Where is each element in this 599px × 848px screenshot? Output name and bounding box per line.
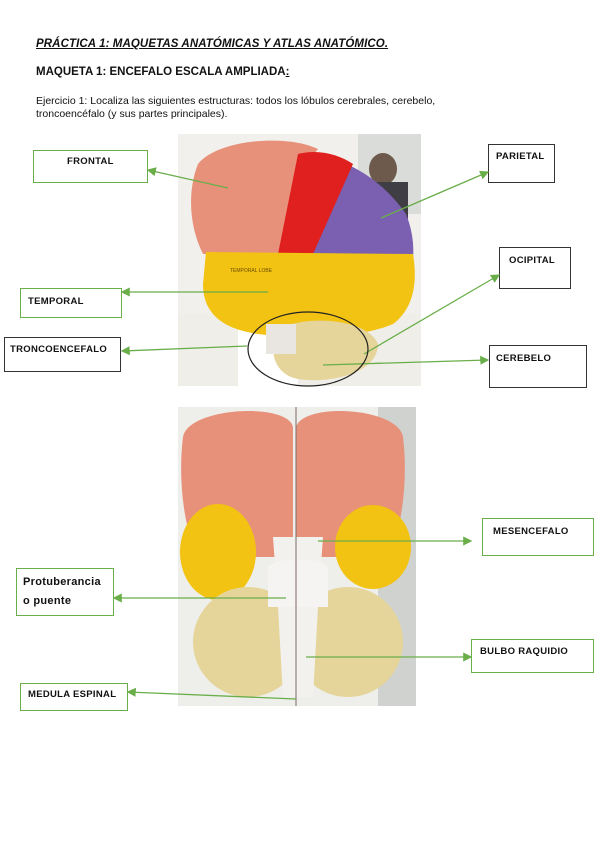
exercise-line-2: troncoencéfalo (y sus partes principales… [36, 108, 228, 120]
label-temporal: TEMPORAL [20, 288, 122, 318]
section-heading: MAQUETA 1: ENCEFALO ESCALA AMPLIADA: [36, 66, 289, 78]
page-title: PRÁCTICA 1: MAQUETAS ANATÓMICAS Y ATLAS … [36, 38, 389, 50]
label-troncoencefalo: TRONCOENCEFALO [4, 337, 121, 372]
label-parietal: PARIETAL [488, 144, 555, 183]
label-mesencefalo: MESENCEFALO [482, 518, 594, 556]
label-troncoencefalo-text: TRONCOENCEFALO [10, 344, 108, 355]
label-protuberancia-line2: o puente [23, 595, 72, 607]
label-temporal-text: TEMPORAL [28, 296, 84, 307]
label-parietal-text: PARIETAL [496, 151, 545, 162]
brain-model-inferior-photo [178, 407, 416, 706]
label-ocipital: OCIPITAL [499, 247, 571, 289]
section-heading-colon: : [285, 66, 290, 78]
label-cerebelo-text: CEREBELO [496, 353, 552, 364]
label-mesencefalo-text: MESENCEFALO [493, 526, 569, 537]
label-medula-espinal: MEDULA ESPINAL [20, 683, 128, 711]
model-embossed-text: TEMPORAL LOBE [230, 268, 273, 274]
label-ocipital-text: OCIPITAL [509, 255, 556, 266]
label-protuberancia: Protuberancia o puente [16, 568, 114, 616]
exercise-text: Ejercicio 1: Localiza las siguientes est… [36, 95, 536, 121]
label-bulbo-raquidio: BULBO RAQUIDIO [471, 639, 594, 673]
label-frontal: FRONTAL [33, 150, 148, 183]
label-protuberancia-line1: Protuberancia [23, 576, 101, 588]
label-cerebelo: CEREBELO [489, 345, 587, 388]
brain-model-lateral-photo: TEMPORAL LOBE [178, 134, 421, 386]
label-frontal-text: FRONTAL [67, 156, 114, 167]
section-heading-text: MAQUETA 1: ENCEFALO ESCALA AMPLIADA [36, 66, 286, 78]
label-medula-espinal-text: MEDULA ESPINAL [28, 689, 117, 700]
exercise-line-1: Ejercicio 1: Localiza las siguientes est… [36, 95, 436, 107]
label-bulbo-raquidio-text: BULBO RAQUIDIO [480, 646, 569, 657]
